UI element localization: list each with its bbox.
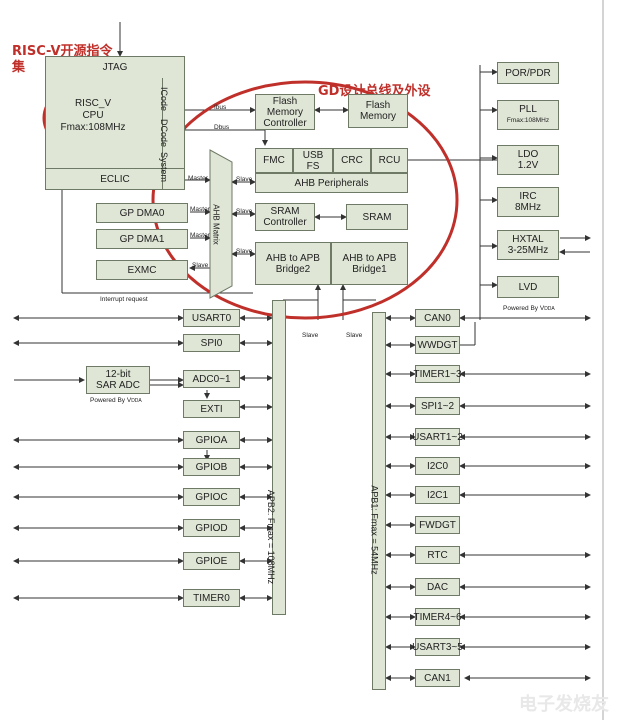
ahb-matrix-label: AHB Matrix	[211, 204, 221, 245]
slave-label-2: Slave	[236, 208, 253, 215]
gp-dma1: GP DMA1	[96, 229, 188, 249]
gp-dma0: GP DMA0	[96, 203, 188, 223]
cpu-label: RISC_V CPU Fmax:108MHz	[60, 98, 126, 134]
apb1-item: I2C0	[415, 457, 460, 475]
crc-block: CRC	[333, 148, 371, 173]
master-label-3: Master	[190, 232, 210, 239]
apb1-item: CAN1	[415, 669, 460, 687]
system-label: System	[159, 151, 170, 183]
apb2-item: EXTI	[183, 400, 240, 418]
apb2-bus	[272, 300, 286, 615]
risc-v-annotation-2: 集	[12, 60, 26, 75]
rcu-block: RCU	[371, 148, 408, 173]
interrupt-label: Interrupt request	[100, 296, 148, 303]
risc-v-annotation: RISC-V开源指令	[12, 44, 113, 59]
apb2-item: GPIOA	[183, 431, 240, 449]
ahb-matrix-shape	[209, 149, 233, 299]
apb2-item: GPIOC	[183, 488, 240, 506]
master-label-1: Master	[188, 175, 208, 182]
apb2-item: GPIOE	[183, 552, 240, 570]
apb1-label: APB1: Fmax = 54MHz	[369, 485, 380, 575]
apb2-item: ADC0~1	[183, 370, 240, 388]
apb2-item: SPI0	[183, 334, 240, 352]
slave-label-0: Slave	[192, 262, 209, 269]
ahb-peripherals: AHB Peripherals	[255, 173, 408, 193]
apb1-item: I2C1	[415, 486, 460, 504]
cpu-line-2: CPU	[82, 110, 104, 121]
lvd-block: LVD	[497, 276, 559, 298]
jtag-label: JTAG	[102, 61, 128, 73]
apb1-item: SPI1~2	[415, 397, 460, 415]
cpu-line-1: RISC_V	[74, 98, 112, 109]
master-label-2: Master	[190, 206, 210, 213]
watermark: 电子发烧友	[519, 694, 609, 715]
slave-label-4: Slave	[302, 332, 319, 339]
apb1-item: CAN0	[415, 309, 460, 327]
bus-highlight-ellipse	[151, 80, 459, 320]
cpu-line-3: Fmax:108MHz	[60, 122, 126, 133]
apb2-item: GPIOB	[183, 458, 240, 476]
apb1-item: FWDGT	[415, 516, 460, 534]
apb1-item: USART1~2	[412, 428, 463, 446]
apb1-item: TIMER1~3	[413, 365, 462, 383]
right-powered-label: Powered By VDDA	[503, 305, 555, 312]
apb2-label: APB2: Fmax = 108MHz	[266, 489, 277, 585]
adc-powered-label: Powered By VDDA	[90, 397, 142, 404]
slave-label-1: Slave	[236, 176, 253, 183]
slave-label-3: Slave	[236, 248, 253, 255]
ibus-label: Ibus	[214, 104, 227, 111]
core-block	[45, 56, 185, 190]
apb1-item: RTC	[415, 546, 460, 564]
por-pdr: POR/PDR	[497, 62, 559, 84]
apb1-bus	[372, 312, 386, 690]
apb1-item: TIMER4~6	[413, 608, 462, 626]
apb1-item: USART3~5	[412, 638, 463, 656]
apb1-item: WWDGT	[415, 336, 460, 354]
eclic-label: ECLIC	[45, 168, 185, 190]
sram-block: SRAM	[346, 204, 408, 230]
fmc-block: FMC	[255, 148, 293, 173]
apb2-item: GPIOD	[183, 519, 240, 537]
exmc-block: EXMC	[96, 260, 188, 280]
apb2-item: TIMER0	[183, 589, 240, 607]
apb1-item: DAC	[415, 578, 460, 596]
dcode-label: DCode	[159, 118, 170, 148]
dbus-label: Dbus	[214, 124, 230, 131]
apb2-item: USART0	[183, 309, 240, 327]
icode-label: ICode	[159, 86, 170, 112]
slave-label-5: Slave	[346, 332, 363, 339]
